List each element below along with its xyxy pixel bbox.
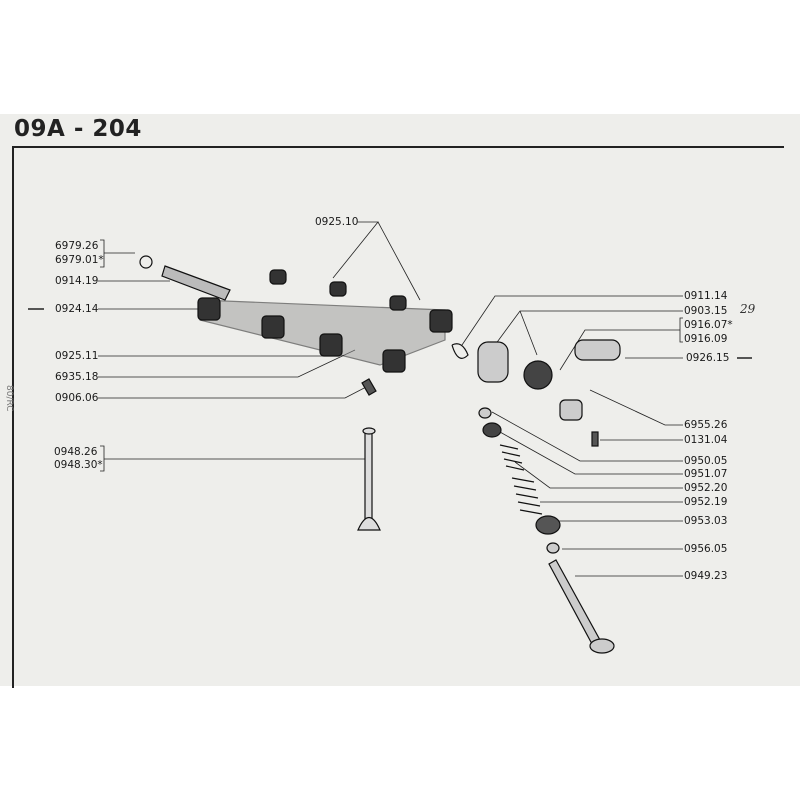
part-number-label: 0911.14	[684, 290, 728, 302]
parts-sheet	[0, 114, 800, 686]
part-number-label: 0952.19	[684, 496, 728, 508]
part-number-label: 0956.05	[684, 543, 728, 555]
part-number-label: 0914.19	[55, 275, 99, 287]
part-number-label: 6979.01*	[55, 254, 104, 266]
part-number-label: 0949.23	[684, 570, 728, 582]
diagram-frame	[12, 146, 784, 688]
part-number-label: 0948.30*	[54, 459, 103, 471]
part-number-label: 6955.26	[684, 419, 728, 431]
part-number-label: 0952.20	[684, 482, 728, 494]
part-number-label: 0925.11	[55, 350, 99, 362]
part-number-label: 0916.09	[684, 333, 728, 345]
part-number-label: 0950.05	[684, 455, 728, 467]
part-number-label: 0924.14	[55, 303, 99, 315]
handwritten-note: 29	[740, 302, 756, 316]
valve-train-right	[451, 339, 621, 654]
part-number-label: 0953.03	[684, 515, 728, 527]
part-number-label: 0903.15	[684, 305, 728, 317]
part-number-label: 0131.04	[684, 434, 728, 446]
part-number-label: 0926.15	[686, 352, 730, 364]
part-number-label: 0906.06	[55, 392, 99, 404]
part-number-label: 0948.26	[54, 446, 98, 458]
part-number-label: 6935.18	[55, 371, 99, 383]
leader-lines	[28, 221, 752, 577]
part-number-label: 0951.07	[684, 468, 728, 480]
part-number-label: 0916.07*	[684, 319, 733, 331]
part-number-label: 6979.26	[55, 240, 99, 252]
part-number-label: 0925.10	[315, 216, 359, 228]
page-title: 09A - 204	[14, 116, 142, 142]
rocker-shaft-assembly	[139, 255, 453, 396]
valve-left	[357, 427, 381, 531]
